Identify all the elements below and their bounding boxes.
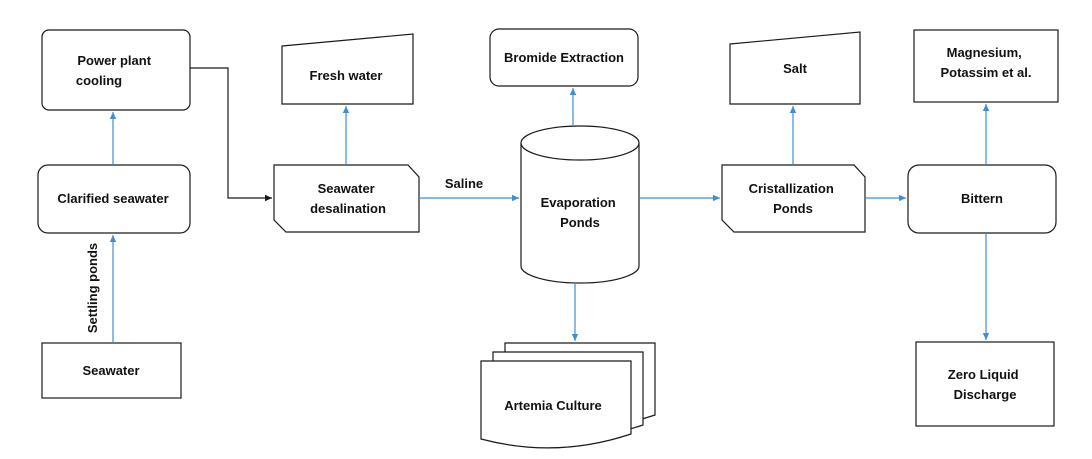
artemia-culture-stack <box>480 342 656 449</box>
saline-label: Saline <box>445 176 483 191</box>
clarified-seawater-box <box>37 164 191 234</box>
clarified-seawater-label: Clarified seawater <box>57 191 168 206</box>
evaporation-ponds-cylinder <box>520 125 640 284</box>
seawater-desalination-label: Seawater desalination <box>310 181 386 216</box>
artemia-culture-label: Artemia Culture <box>504 398 602 413</box>
evaporation-ponds-label: Evaporation Ponds <box>541 195 620 230</box>
bittern-box <box>907 164 1057 234</box>
magnesium-label: Magnesium, Potassim et al. <box>940 45 1031 80</box>
magnesium-box <box>913 29 1059 103</box>
seawater-label: Seawater <box>82 363 139 378</box>
bittern-label: Bittern <box>961 191 1003 206</box>
bromide-extraction-box <box>489 28 639 87</box>
bromide-extraction-label: Bromide Extraction <box>504 50 624 65</box>
cristallization-ponds-label: Cristallization Ponds <box>749 181 838 216</box>
power-plant-cooling-box <box>41 29 191 111</box>
cristallization-ponds-box <box>721 164 866 233</box>
seawater-desalination-box <box>273 164 420 233</box>
fresh-water-label: Fresh water <box>310 68 383 83</box>
settling-ponds-label: Settling ponds <box>85 243 100 333</box>
seawater-box <box>41 342 182 399</box>
zero-liquid-discharge-label: Zero Liquid Discharge <box>948 367 1022 402</box>
power-plant-cooling-label: Power plant cooling <box>76 53 155 88</box>
zero-liquid-discharge-box <box>915 341 1055 427</box>
salt-box <box>729 31 861 105</box>
salt-label: Salt <box>783 61 808 76</box>
arrow-power-plant-to-desalination <box>190 67 272 202</box>
fresh-water-box <box>281 33 414 105</box>
